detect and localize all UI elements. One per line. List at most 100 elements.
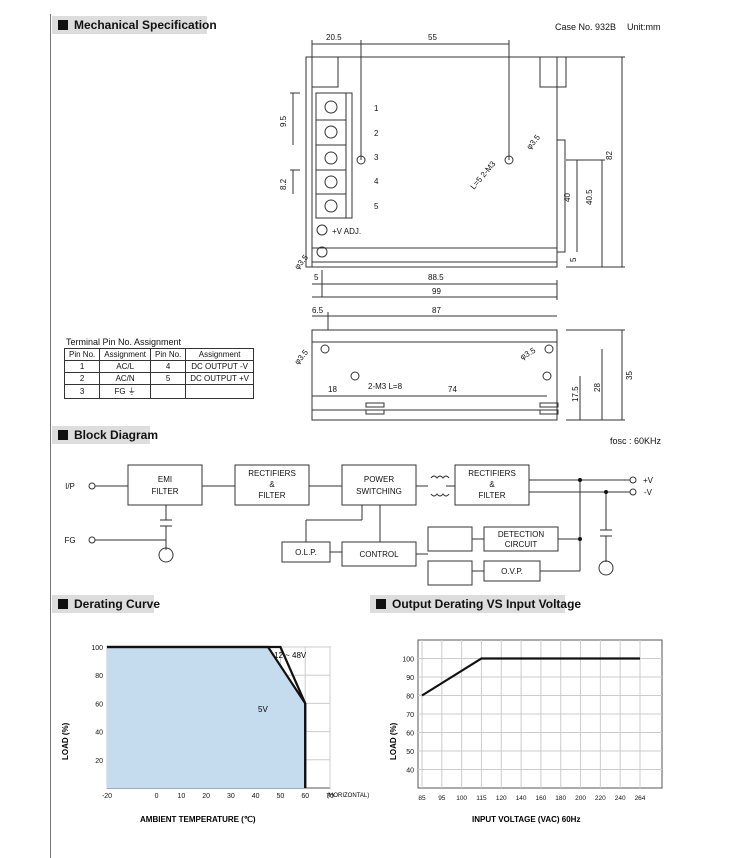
terminal-number: 4 bbox=[374, 177, 379, 186]
x-tick-label: 120 bbox=[496, 795, 507, 802]
block-label: POWER bbox=[364, 475, 394, 484]
section-title: Block Diagram bbox=[74, 428, 159, 442]
x-tick-label: 115 bbox=[476, 795, 487, 802]
x-tick-label: 20 bbox=[202, 793, 210, 800]
block-label: RECTIFIERS bbox=[468, 469, 516, 478]
unit-label: Unit:mm bbox=[627, 22, 661, 32]
section-bar bbox=[370, 595, 565, 613]
y-tick-label: 80 bbox=[406, 694, 414, 701]
x-axis-label: INPUT VOLTAGE (VAC) 60Hz bbox=[472, 815, 580, 824]
screw-label: 2-M3 L=8 bbox=[368, 382, 403, 391]
terminal-number: 3 bbox=[374, 153, 379, 162]
dim-text: 87 bbox=[432, 306, 441, 315]
section-title: Output Derating VS Input Voltage bbox=[392, 597, 582, 611]
series-line-5v bbox=[107, 645, 307, 788]
mechanical-drawing: 20.5 55 82 40.5 40 5 9.5 8.2 5 88.5 99 1… bbox=[279, 33, 634, 421]
x-tick-label: 30 bbox=[227, 793, 235, 800]
y-tick-label: 50 bbox=[406, 749, 414, 756]
table-cell bbox=[150, 384, 187, 399]
dim-text: 40 bbox=[563, 193, 572, 202]
x-tick-label: 264 bbox=[635, 795, 646, 802]
dim-text: 55 bbox=[428, 33, 437, 42]
table-cell: 2 bbox=[63, 372, 101, 385]
x-tick-label: 200 bbox=[575, 795, 586, 802]
hole-label: φ3.5 bbox=[525, 133, 543, 152]
dim-text: 9.5 bbox=[279, 115, 288, 127]
table-cell: 3 bbox=[63, 384, 101, 399]
block-label: CIRCUIT bbox=[505, 540, 538, 549]
y-tick-label: 40 bbox=[95, 730, 103, 737]
table-cell: 1 bbox=[63, 360, 101, 373]
terminal-number: 5 bbox=[374, 202, 379, 211]
section-header-mechanical: Mechanical Specification bbox=[58, 16, 217, 34]
table-header: Pin No. bbox=[150, 348, 187, 361]
table-header-row: Pin No. Assignment Pin No. Assignment bbox=[63, 348, 255, 361]
dim-text: 88.5 bbox=[428, 273, 444, 282]
optocoupler-icon bbox=[427, 560, 473, 586]
block-label: CONTROL bbox=[359, 550, 399, 559]
pin-table-title: Terminal Pin No. Assignment bbox=[66, 337, 182, 347]
dim-text: 17.5 bbox=[571, 386, 580, 402]
square-icon bbox=[58, 20, 68, 30]
section-title: Mechanical Specification bbox=[74, 18, 217, 32]
y-tick-label: 40 bbox=[406, 768, 414, 775]
fg-label: FG bbox=[64, 536, 75, 545]
x-tick-label: 70 bbox=[326, 793, 334, 800]
safe-area-fill bbox=[107, 647, 306, 788]
dim-text: 74 bbox=[448, 385, 457, 394]
hole-label: φ3.5 bbox=[293, 253, 311, 272]
table-cell: DC OUTPUT -V bbox=[185, 360, 255, 373]
vpos-label: +V bbox=[643, 476, 654, 485]
block-label: EMI bbox=[158, 475, 172, 484]
series-label: 12 ~ 48V bbox=[274, 651, 307, 660]
square-icon bbox=[58, 430, 68, 440]
page-frame bbox=[50, 14, 741, 858]
hole-label: φ3.5 bbox=[519, 346, 538, 362]
emi-filter-box bbox=[127, 464, 203, 506]
section-bar bbox=[52, 16, 207, 34]
table-cell: 5 bbox=[150, 372, 187, 385]
y-tick-label: 100 bbox=[91, 645, 103, 652]
x-tick-label: 220 bbox=[595, 795, 606, 802]
block-label: RECTIFIERS bbox=[248, 469, 296, 478]
hole-label: φ3.5 bbox=[293, 348, 311, 367]
x-axis-label: AMBIENT TEMPERATURE (℃) bbox=[140, 815, 256, 824]
block-label: & bbox=[269, 480, 275, 489]
section-header-output-vs-input: Output Derating VS Input Voltage bbox=[376, 595, 581, 613]
y-tick-label: 90 bbox=[406, 675, 414, 682]
x-tick-label: 240 bbox=[615, 795, 626, 802]
table-cell: FG ⏚ bbox=[99, 384, 152, 399]
x-tick-label: 95 bbox=[438, 795, 446, 802]
table-header: Pin No. bbox=[63, 348, 101, 361]
dim-text: 6.5 bbox=[312, 306, 324, 315]
section-bar bbox=[52, 595, 154, 613]
x-tick-label: 60 bbox=[301, 793, 309, 800]
dim-text: 8.2 bbox=[279, 178, 288, 190]
dim-text: 20.5 bbox=[326, 33, 342, 42]
y-tick-label: 20 bbox=[95, 758, 103, 765]
dim-text: 40.5 bbox=[585, 189, 594, 205]
x-tick-label: 160 bbox=[535, 795, 546, 802]
section-header-block: Block Diagram bbox=[58, 426, 158, 444]
x-tick-label: 40 bbox=[252, 793, 260, 800]
block-label: FILTER bbox=[479, 491, 506, 500]
side-view-outline bbox=[311, 329, 558, 421]
terminal-block bbox=[315, 92, 347, 219]
x-axis-extra-label: (HORIZONTAL) bbox=[327, 793, 369, 799]
y-tick-label: 70 bbox=[406, 712, 414, 719]
ip-label: I/P bbox=[65, 482, 75, 491]
y-tick-label: 60 bbox=[95, 701, 103, 708]
dim-text: 18 bbox=[328, 385, 337, 394]
section-title: Derating Curve bbox=[74, 597, 161, 611]
y-axis-label: LOAD (%) bbox=[389, 722, 398, 760]
block-label: & bbox=[489, 480, 495, 489]
table-row: 1 AC/L 4 DC OUTPUT -V bbox=[63, 360, 255, 373]
series-label: 5V bbox=[258, 705, 268, 714]
series-line bbox=[421, 657, 640, 697]
section-header-derating: Derating Curve bbox=[58, 595, 160, 613]
table-cell: 4 bbox=[150, 360, 187, 373]
y-tick-label: 100 bbox=[402, 657, 414, 664]
pin-assignment-table: Pin No. Assignment Pin No. Assignment 1 … bbox=[63, 348, 255, 399]
square-icon bbox=[58, 599, 68, 609]
